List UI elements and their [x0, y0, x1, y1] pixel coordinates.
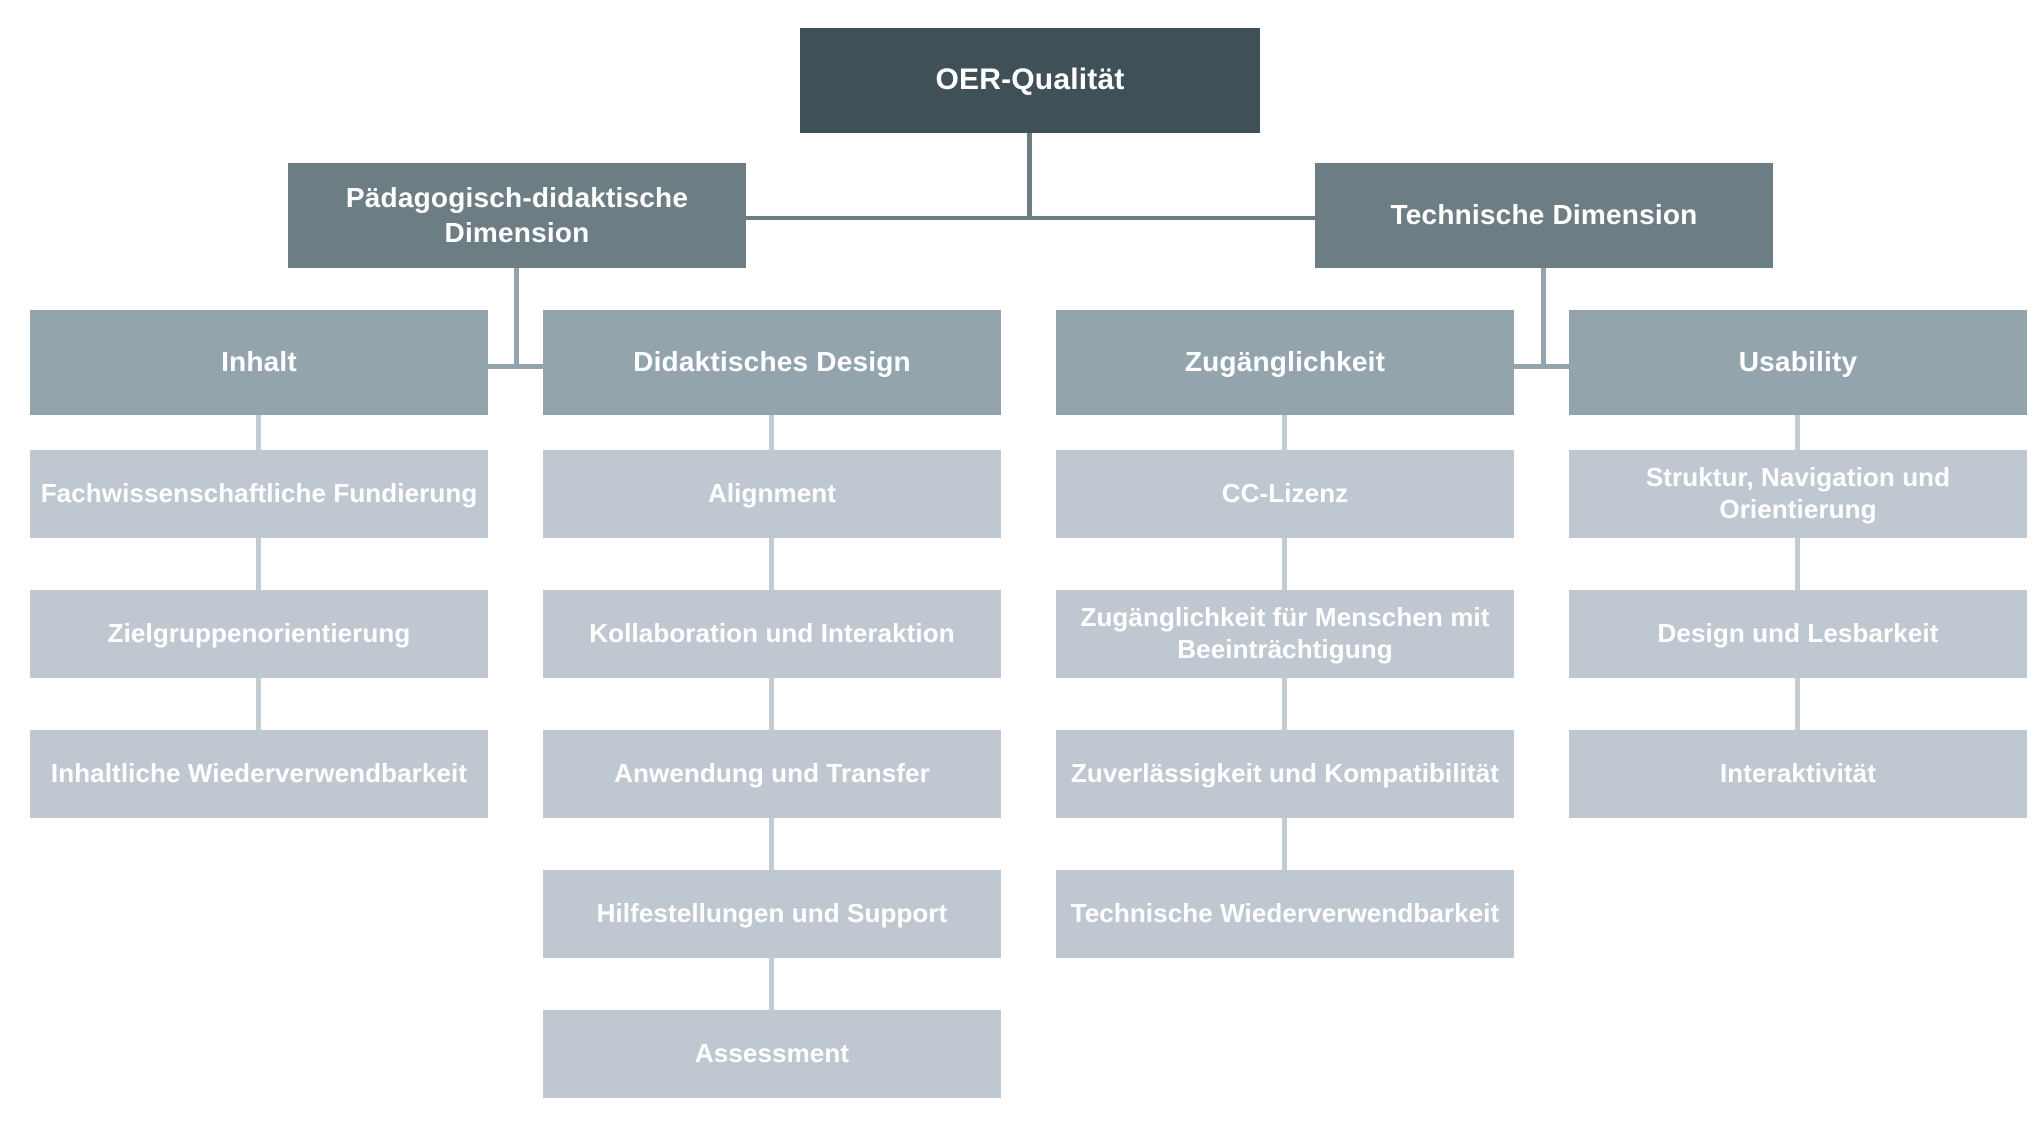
node-root-oer-qualitaet[interactable]: OER-Qualität	[800, 28, 1260, 133]
connector-column-2-spine	[769, 415, 774, 1031]
node-label: Kollaboration und Interaktion	[589, 618, 955, 649]
node-label: Design und Lesbarkeit	[1657, 618, 1939, 649]
node-leaf-interaktivitaet[interactable]: Interaktivität	[1569, 730, 2027, 818]
node-dimension-technisch[interactable]: Technische Dimension	[1315, 163, 1773, 268]
node-leaf-technische-wiederverwendbarkeit[interactable]: Technische Wiederverwendbarkeit	[1056, 870, 1514, 958]
node-label: Inhalt	[221, 346, 297, 378]
node-dimension-paedagogisch-didaktisch[interactable]: Pädagogisch-didaktische Dimension	[288, 163, 746, 268]
node-leaf-cc-lizenz[interactable]: CC-Lizenz	[1056, 450, 1514, 538]
node-label: Didaktisches Design	[633, 346, 911, 378]
connector-left-dimension-stem	[514, 268, 519, 368]
node-label: Alignment	[707, 478, 836, 509]
node-category-zugaenglichkeit[interactable]: Zugänglichkeit	[1056, 310, 1514, 415]
node-leaf-kollaboration-und-interaktion[interactable]: Kollaboration und Interaktion	[543, 590, 1001, 678]
node-label: Technische Wiederverwendbarkeit	[1070, 898, 1500, 929]
node-leaf-zugaenglichkeit-fuer-menschen-mit-beeintraechtigung[interactable]: Zugänglichkeit für Menschen mit Beeinträ…	[1056, 590, 1514, 678]
node-label: Zuverlässigkeit und Kompatibilität	[1070, 758, 1500, 789]
node-label: Fachwissenschaftliche Fundierung	[40, 478, 478, 509]
node-label: Anwendung und Transfer	[614, 758, 930, 789]
node-label: OER-Qualität	[935, 63, 1125, 97]
node-label: Assessment	[694, 1038, 850, 1069]
node-leaf-alignment[interactable]: Alignment	[543, 450, 1001, 538]
node-category-didaktisches-design[interactable]: Didaktisches Design	[543, 310, 1001, 415]
node-leaf-struktur-navigation-und-orientierung[interactable]: Struktur, Navigation und Orientierung	[1569, 450, 2027, 538]
node-category-inhalt[interactable]: Inhalt	[30, 310, 488, 415]
node-label: Interaktivität	[1719, 758, 1876, 789]
node-leaf-inhaltliche-wiederverwendbarkeit[interactable]: Inhaltliche Wiederverwendbarkeit	[30, 730, 488, 818]
connector-right-category-bar	[1513, 364, 1569, 369]
connector-dimension-bar	[745, 216, 1315, 220]
node-label: Inhaltliche Wiederverwendbarkeit	[50, 758, 468, 789]
node-label: Technische Dimension	[1390, 199, 1698, 231]
node-leaf-hilfestellungen-und-support[interactable]: Hilfestellungen und Support	[543, 870, 1001, 958]
node-label: Zugänglichkeit	[1184, 346, 1386, 378]
node-label: Zielgruppenorientierung	[107, 618, 411, 649]
node-label: Zugänglichkeit für Menschen mit Beeinträ…	[1080, 602, 1490, 664]
connector-right-dimension-stem	[1541, 268, 1546, 368]
node-leaf-anwendung-und-transfer[interactable]: Anwendung und Transfer	[543, 730, 1001, 818]
node-leaf-zielgruppenorientierung[interactable]: Zielgruppenorientierung	[30, 590, 488, 678]
node-leaf-fachwissenschaftliche-fundierung[interactable]: Fachwissenschaftliche Fundierung	[30, 450, 488, 538]
node-category-usability[interactable]: Usability	[1569, 310, 2027, 415]
node-leaf-design-und-lesbarkeit[interactable]: Design und Lesbarkeit	[1569, 590, 2027, 678]
node-label: Pädagogisch-didaktische Dimension	[345, 182, 689, 248]
node-label: Usability	[1738, 346, 1858, 378]
node-label: Hilfestellungen und Support	[596, 898, 948, 929]
node-leaf-assessment[interactable]: Assessment	[543, 1010, 1001, 1098]
connector-left-category-bar	[487, 364, 543, 369]
node-leaf-zuverlaessigkeit-und-kompatibilitaet[interactable]: Zuverlässigkeit und Kompatibilität	[1056, 730, 1514, 818]
node-label: Struktur, Navigation und Orientierung	[1645, 462, 1951, 524]
connector-root-stem	[1027, 133, 1032, 219]
node-label: CC-Lizenz	[1221, 478, 1349, 509]
